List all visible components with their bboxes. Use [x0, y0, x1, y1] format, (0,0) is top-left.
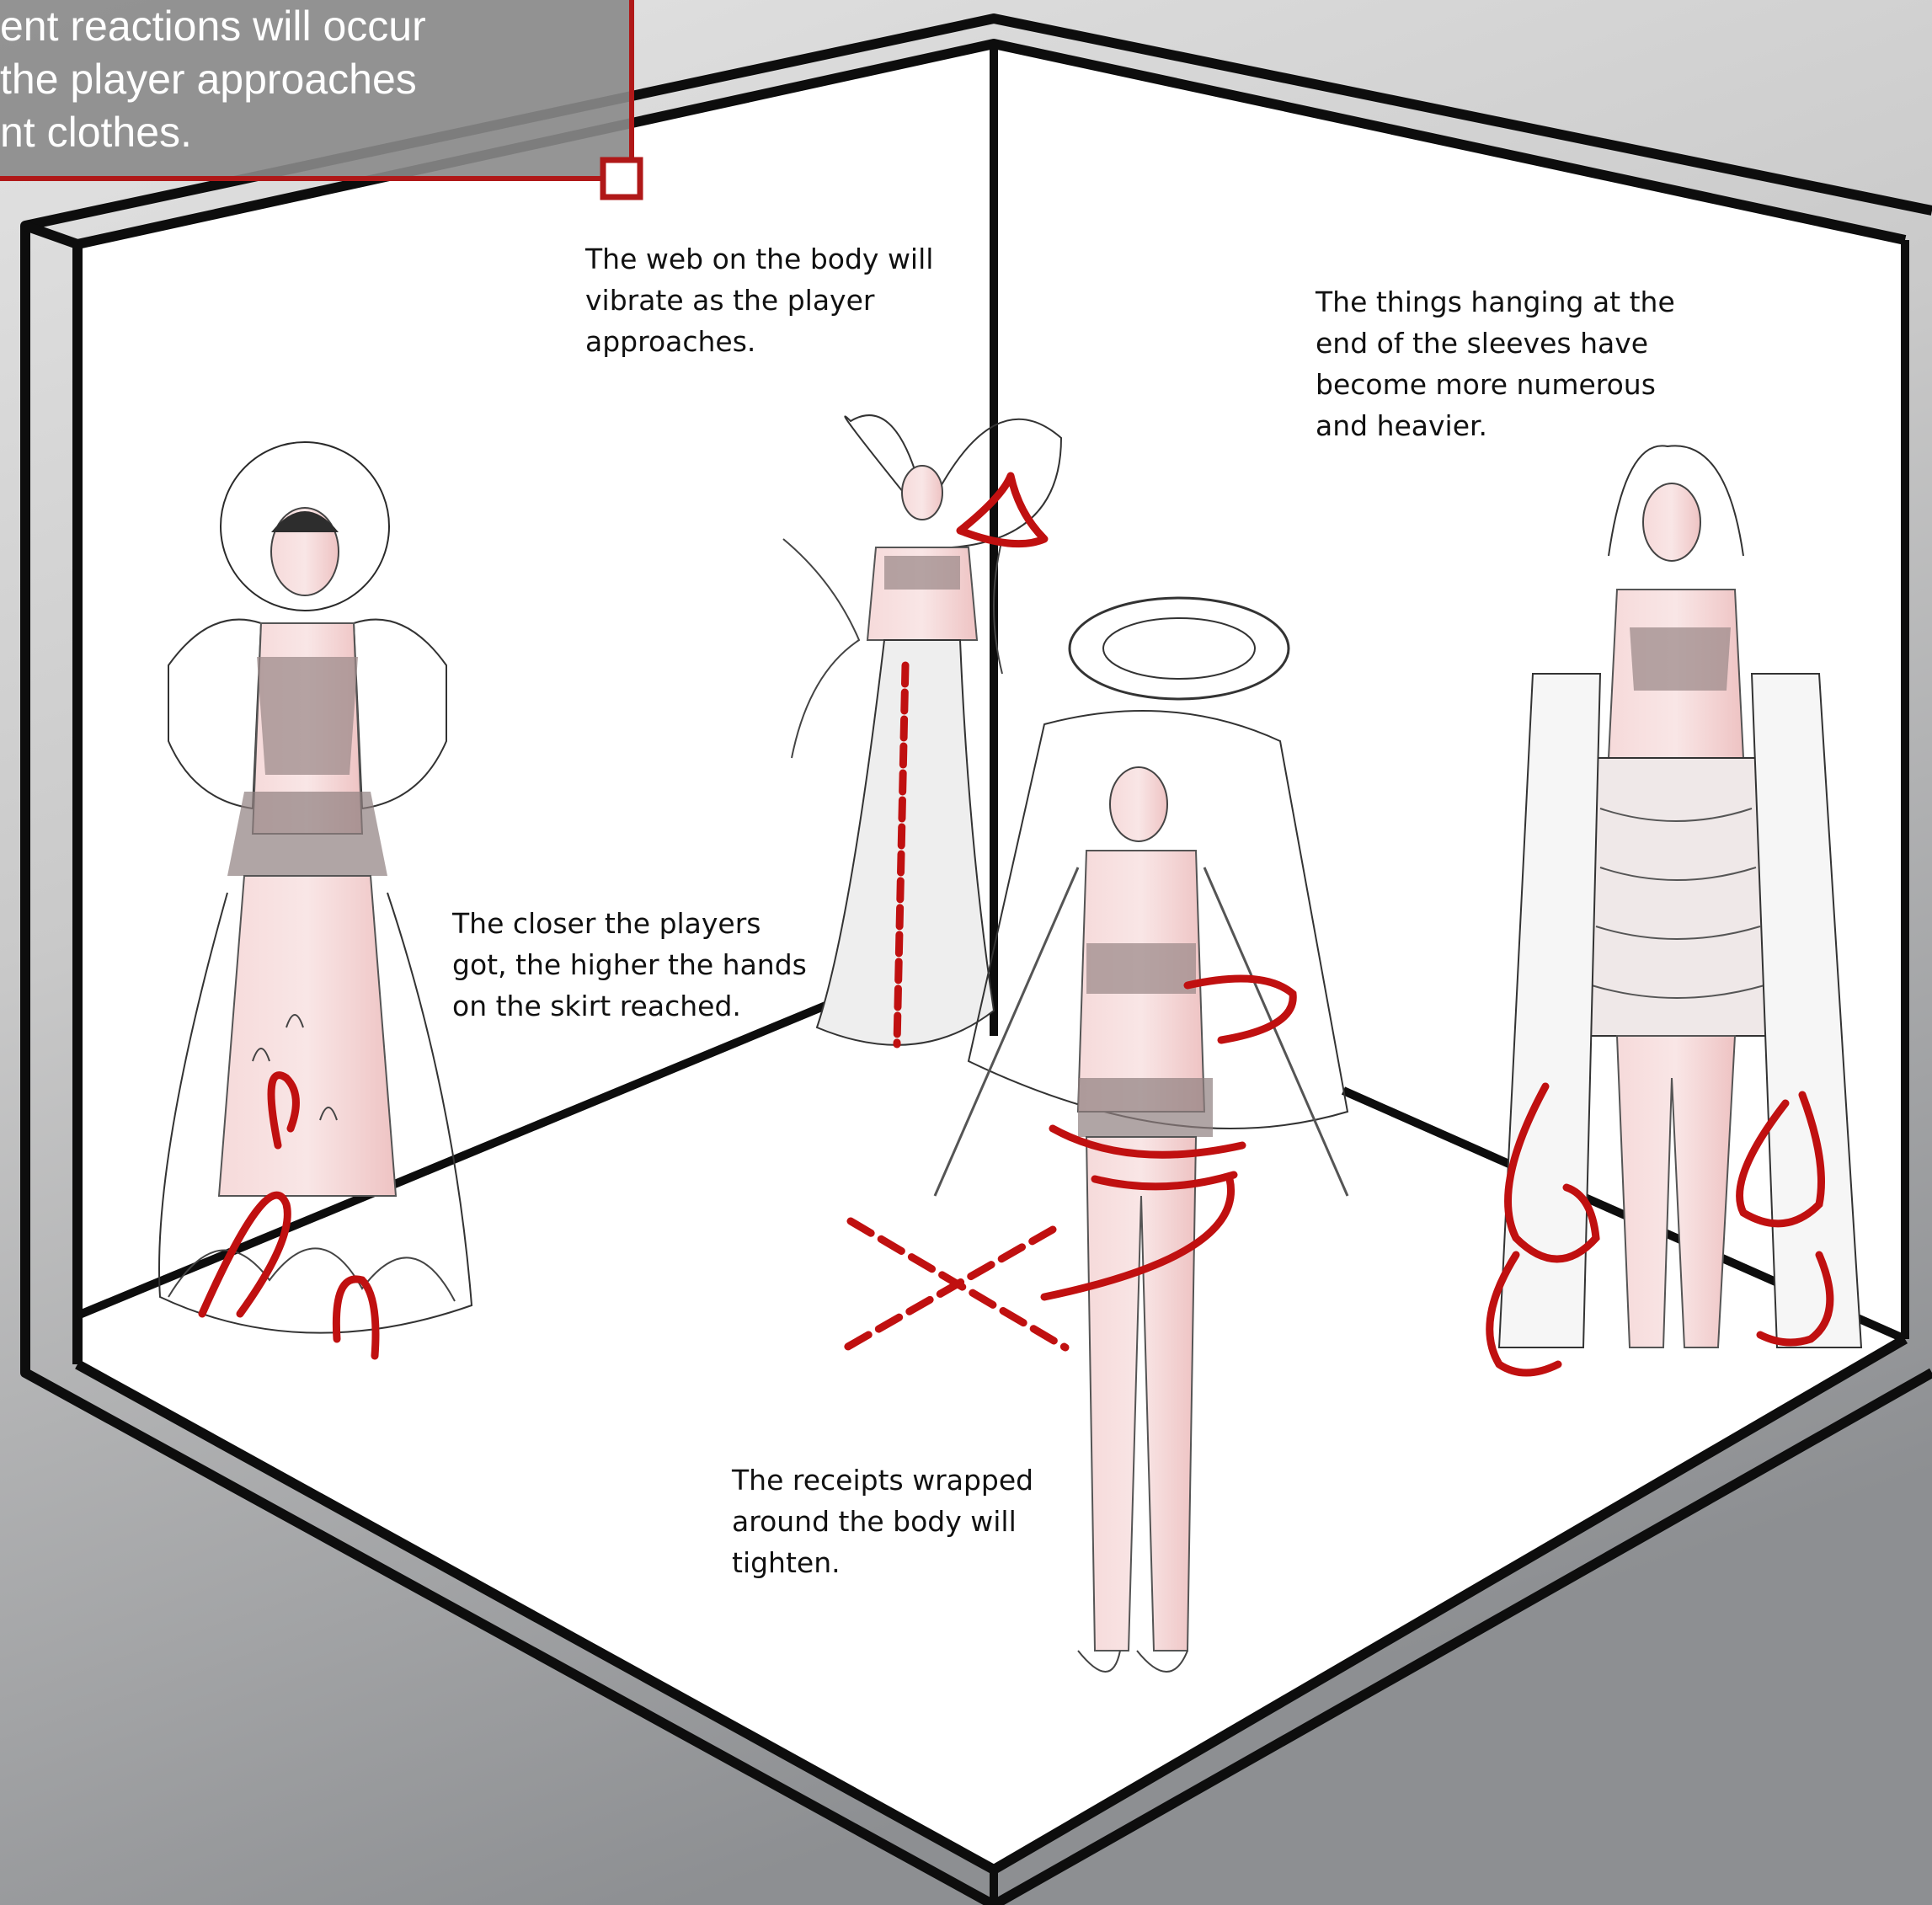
annotation-sleeves-line-2: end of the sleeves have [1316, 323, 1675, 364]
annotation-receipts-line-1: The receipts wrapped [732, 1459, 1033, 1501]
annotation-sleeves-line-4: and heavier. [1316, 405, 1675, 446]
callout-text: ent reactions will occur the player appr… [0, 0, 426, 159]
callout-handle[interactable] [603, 160, 640, 197]
annotation-receipts-line-3: tighten. [732, 1542, 1033, 1583]
callout-line-1: ent reactions will occur [0, 0, 426, 53]
callout-line-3: nt clothes. [0, 106, 426, 159]
annotation-web-line-1: The web on the body will [585, 238, 933, 280]
annotation-sleeves-heavier: The things hanging at the end of the sle… [1316, 281, 1675, 446]
annotation-hands-skirt: The closer the players got, the higher t… [452, 903, 807, 1027]
annotation-receipts-tighten: The receipts wrapped around the body wil… [732, 1459, 1033, 1583]
annotation-receipts-line-2: around the body will [732, 1501, 1033, 1542]
annotation-sleeves-line-1: The things hanging at the [1316, 281, 1675, 323]
annotation-sleeves-line-3: become more numerous [1316, 364, 1675, 405]
annotation-web-line-3: approaches. [585, 321, 933, 362]
annotation-web-vibrate: The web on the body will vibrate as the … [585, 238, 933, 362]
annotation-web-line-2: vibrate as the player [585, 280, 933, 321]
callout-line-2: the player approaches [0, 53, 426, 106]
annotation-hands-line-1: The closer the players [452, 903, 807, 944]
annotation-hands-line-3: on the skirt reached. [452, 985, 807, 1027]
annotation-hands-line-2: got, the higher the hands [452, 944, 807, 985]
